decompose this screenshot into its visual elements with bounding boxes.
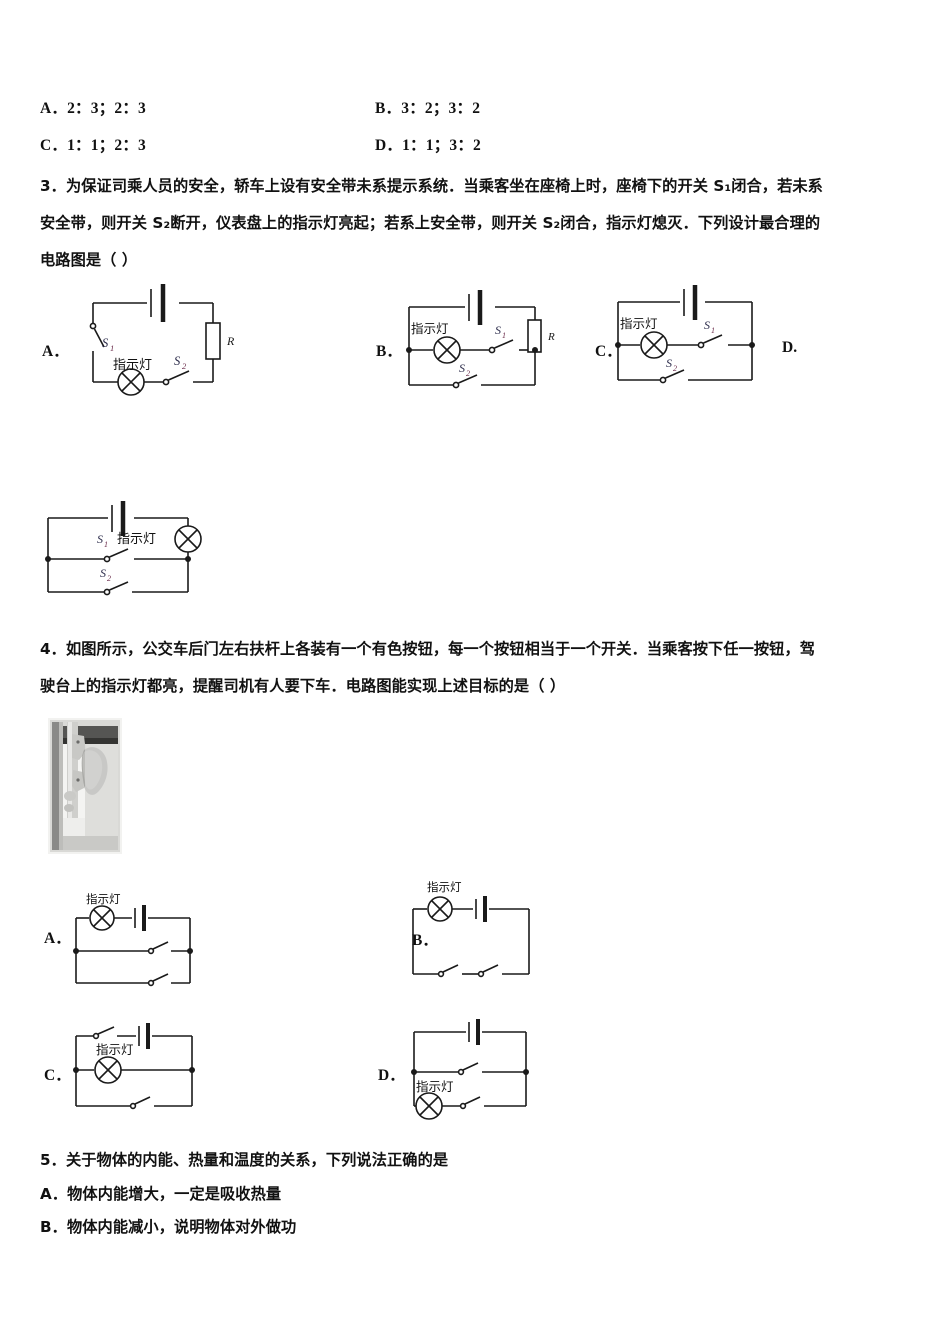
q4-option-d-label: D．	[378, 1067, 405, 1084]
q3-option-a-label: A．	[42, 343, 69, 360]
q3-stem-line2: 安全带，则开关 S₂断开，仪表盘上的指示灯亮起；若系上安全带，则开关 S₂闭合，…	[40, 214, 821, 232]
svg-text:S: S	[97, 532, 103, 546]
svg-text:R: R	[226, 334, 235, 348]
q2-option-d: D．1：1；3：2	[375, 137, 481, 154]
q4-option-a-circuit: 指示灯	[70, 888, 220, 996]
svg-text:2: 2	[673, 364, 677, 373]
svg-text:S: S	[704, 318, 710, 332]
q4-option-d-circuit: 指示灯	[408, 1018, 563, 1123]
svg-text:1: 1	[104, 540, 108, 549]
q3-stem-line1: 3．为保证司乘人员的安全，轿车上设有安全带未系提示系统．当乘客坐在座椅上时，座椅…	[40, 177, 823, 195]
q5-stem: 5．关于物体的内能、热量和温度的关系，下列说法正确的是	[40, 1151, 449, 1169]
svg-text:1: 1	[502, 331, 506, 340]
svg-text:指示灯: 指示灯	[96, 1042, 134, 1057]
q2-option-a: A．2：3；2：3	[40, 100, 146, 117]
svg-text:指示灯: 指示灯	[117, 532, 156, 547]
svg-text:2: 2	[182, 361, 187, 371]
svg-text:指示灯: 指示灯	[416, 1079, 454, 1094]
q2-option-c: C．1：1；2：3	[40, 137, 146, 154]
svg-text:指示灯: 指示灯	[411, 321, 449, 336]
svg-text:S: S	[495, 323, 501, 337]
svg-text:S: S	[666, 356, 672, 370]
q4-option-c-circuit: 指示灯	[70, 1018, 225, 1123]
q4-option-b-label: B．	[412, 932, 438, 949]
q5-option-b: B．物体内能减小，说明物体对外做功	[40, 1218, 297, 1236]
q5-option-a: A．物体内能增大，一定是吸收热量	[40, 1185, 282, 1203]
q3-option-c-label: C．	[595, 343, 622, 360]
svg-text:S: S	[459, 361, 465, 375]
q4-stem-line2: 驶台上的指示灯都亮，提醒司机有人要下车．电路图能实现上述目标的是（ ）	[40, 677, 566, 695]
svg-text:R: R	[547, 331, 555, 343]
svg-text:S: S	[100, 566, 106, 580]
bus-handrail-photo	[48, 718, 122, 854]
svg-text:1: 1	[110, 343, 114, 353]
q4-option-b-circuit: 指示灯	[405, 877, 560, 987]
svg-text:指示灯: 指示灯	[620, 316, 658, 331]
q4-option-c-label: C．	[44, 1067, 71, 1084]
svg-text:指示灯: 指示灯	[113, 358, 152, 373]
svg-text:2: 2	[107, 574, 111, 583]
q4-option-a-label: A．	[44, 930, 71, 947]
q3-option-b-label: B．	[376, 343, 402, 360]
svg-text:1: 1	[711, 326, 715, 335]
q3-option-a-circuit: R S 1 S 2 指示灯	[75, 284, 255, 400]
q4-stem-line1: 4．如图所示，公交车后门左右扶杆上各装有一个有色按钮，每一个按钮相当于一个开关．…	[40, 640, 816, 658]
q3-option-d-circuit: S 1 S 2 指示灯	[42, 498, 232, 608]
svg-text:指示灯: 指示灯	[86, 892, 121, 906]
q3-option-b-circuit: R S 1 S 2 指示灯	[403, 290, 563, 402]
svg-text:S: S	[174, 354, 181, 368]
svg-text:指示灯: 指示灯	[427, 880, 462, 894]
q3-option-c-circuit: S 1 S 2 指示灯	[612, 285, 767, 398]
svg-text:S: S	[102, 336, 109, 350]
q3-stem-line3: 电路图是（ ）	[40, 251, 138, 269]
svg-text:2: 2	[466, 369, 470, 378]
q3-option-d-label: D.	[782, 339, 798, 356]
q2-option-b: B．3：2；3：2	[375, 100, 481, 117]
